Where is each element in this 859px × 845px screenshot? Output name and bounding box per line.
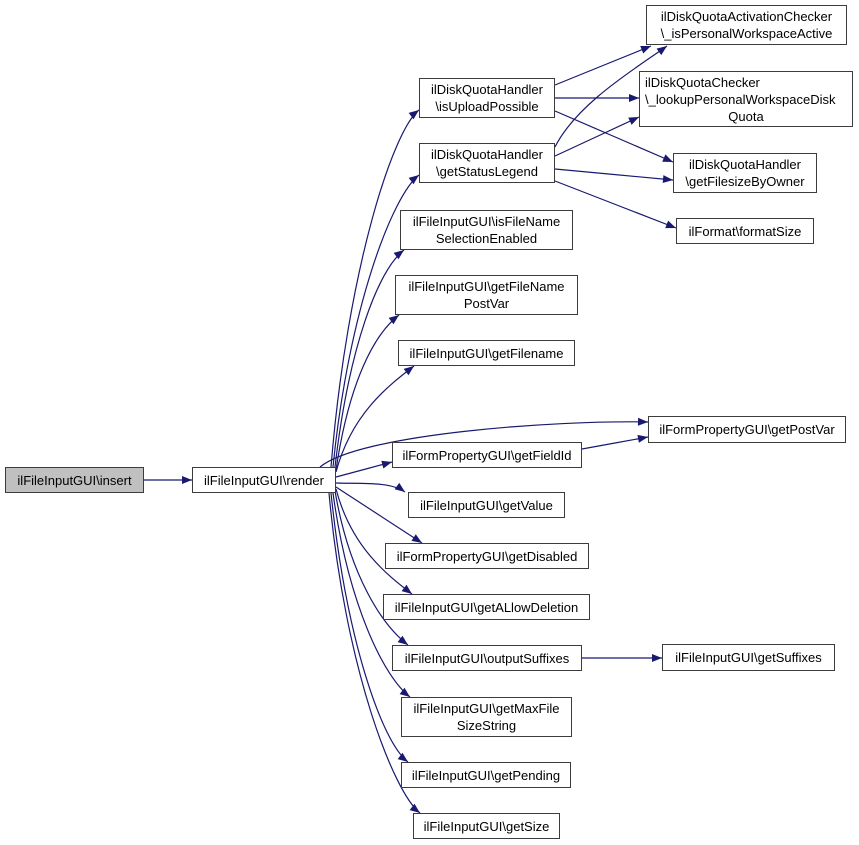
- node-label-line: ilDiskQuotaHandler: [431, 82, 543, 97]
- node-label-line: ilFileInputGUI\getFilename: [409, 345, 564, 361]
- node-lookupPersonalWorkspaceDiskQuota[interactable]: ilDiskQuotaChecker\_lookupPersonalWorksp…: [639, 71, 853, 127]
- node-render[interactable]: ilFileInputGUI\render: [192, 467, 336, 493]
- node-getPending[interactable]: ilFileInputGUI\getPending: [401, 762, 571, 788]
- edge-render-to-getDisabled: [335, 486, 423, 544]
- node-label-line: \_isPersonalWorkspaceActive: [660, 26, 833, 41]
- node-label-line: ilFileInputGUI\getPending: [411, 767, 561, 783]
- node-getALlowDeletion[interactable]: ilFileInputGUI\getALlowDeletion: [383, 594, 590, 620]
- node-label-line: ilFileInputGUI\insert: [17, 472, 132, 488]
- node-label-line: PostVar: [463, 296, 510, 311]
- node-getFilesizeByOwner[interactable]: ilDiskQuotaHandler \getFilesizeByOwner: [673, 153, 817, 193]
- node-label-line: ilDiskQuotaChecker: [645, 74, 760, 90]
- edge-getStatusLegend-to-isPersonalWorkspaceActive: [554, 45, 668, 148]
- node-getPostVar[interactable]: ilFormPropertyGUI\getPostVar: [648, 416, 846, 443]
- node-getDisabled[interactable]: ilFormPropertyGUI\getDisabled: [385, 543, 589, 569]
- edge-render-to-getStatusLegend: [332, 174, 420, 468]
- node-label-line: SelectionEnabled: [435, 231, 538, 246]
- edge-getStatusLegend-to-lookupPersonalWorkspaceDiskQuota: [554, 116, 640, 157]
- node-getSuffixes[interactable]: ilFileInputGUI\getSuffixes: [662, 644, 835, 671]
- node-label-line: ilFormPropertyGUI\getFieldId: [402, 447, 572, 463]
- node-label-line: ilFormPropertyGUI\getPostVar: [659, 422, 835, 437]
- node-label-line: ilDiskQuotaActivationChecker: [660, 9, 833, 24]
- node-label-line: ilFileInputGUI\isFileName: [412, 214, 561, 229]
- edge-render-to-getPending: [330, 492, 409, 763]
- node-label-line: ilFileInputGUI\getSuffixes: [675, 650, 822, 665]
- edge-render-to-outputSuffixes: [334, 490, 409, 646]
- node-formatSize[interactable]: ilFormat\formatSize: [676, 218, 814, 244]
- node-label-line: SizeString: [456, 718, 517, 733]
- node-getFilename[interactable]: ilFileInputGUI\getFilename: [398, 340, 575, 366]
- edge-render-to-getPostVar: [319, 417, 649, 468]
- node-getFieldId[interactable]: ilFormPropertyGUI\getFieldId: [392, 442, 582, 468]
- node-label-line: Quota: [728, 108, 764, 124]
- node-label-line: ilDiskQuotaHandler: [431, 147, 543, 162]
- node-label-line: ilFileInputGUI\getValue: [420, 497, 553, 513]
- node-label-line: \getFilesizeByOwner: [685, 174, 805, 189]
- node-isUploadPossible[interactable]: ilDiskQuotaHandler \isUploadPossible: [419, 78, 555, 118]
- node-label-line: ilFormat\formatSize: [688, 223, 802, 239]
- node-outputSuffixes[interactable]: ilFileInputGUI\outputSuffixes: [392, 645, 582, 671]
- edge-render-to-getValue: [335, 482, 406, 493]
- node-label-line: \_lookupPersonalWorkspaceDisk: [645, 91, 836, 107]
- edge-getFieldId-to-getPostVar: [581, 434, 649, 450]
- edge-render-to-isFileNameSelectionEnabled: [334, 249, 405, 468]
- node-insert[interactable]: ilFileInputGUI\insert: [5, 467, 144, 493]
- node-label-line: ilFileInputGUI\getALlowDeletion: [394, 599, 579, 615]
- node-label-line: \isUploadPossible: [435, 99, 539, 114]
- edge-render-to-getFieldId: [335, 460, 393, 478]
- node-label-line: ilFileInputGUI\getFileName: [408, 279, 565, 294]
- node-label-line: ilDiskQuotaHandler: [689, 157, 801, 172]
- edge-render-to-isUploadPossible: [330, 109, 420, 468]
- node-label-line: \getStatusLegend: [436, 164, 538, 179]
- node-isPersonalWorkspaceActive[interactable]: ilDiskQuotaActivationChecker \_isPersonal…: [646, 5, 847, 45]
- node-getSize[interactable]: ilFileInputGUI\getSize: [413, 813, 560, 839]
- edge-render-to-getALlowDeletion: [335, 488, 413, 595]
- node-label-line: ilFileInputGUI\render: [204, 472, 324, 488]
- edge-render-to-getFilename: [335, 365, 415, 473]
- node-getStatusLegend[interactable]: ilDiskQuotaHandler \getStatusLegend: [419, 143, 555, 183]
- edge-render-to-getFileNamePostVar: [335, 314, 400, 471]
- node-label-line: ilFileInputGUI\outputSuffixes: [404, 650, 570, 666]
- node-label-line: ilFileInputGUI\getMaxFile: [413, 701, 560, 716]
- edge-getStatusLegend-to-formatSize: [554, 180, 677, 229]
- node-getValue[interactable]: ilFileInputGUI\getValue: [408, 492, 565, 518]
- node-label-line: ilFileInputGUI\getSize: [423, 818, 550, 834]
- node-label-line: ilFormPropertyGUI\getDisabled: [396, 548, 578, 564]
- edge-getStatusLegend-to-getFilesizeByOwner: [554, 168, 674, 184]
- edge-render-to-getMaxFileSizeString: [332, 492, 411, 698]
- edge-render-to-getSize: [328, 492, 421, 814]
- edge-isUploadPossible-to-isPersonalWorkspaceActive: [554, 45, 652, 86]
- edge-isUploadPossible-to-getFilesizeByOwner: [554, 110, 674, 163]
